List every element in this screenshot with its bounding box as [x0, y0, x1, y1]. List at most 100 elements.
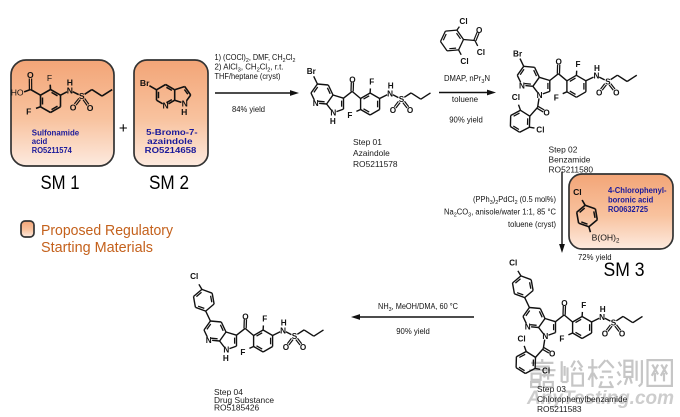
- svg-text:Cl: Cl: [460, 57, 468, 66]
- svg-text:Step 02: Step 02: [549, 145, 578, 155]
- svg-text:N: N: [542, 332, 548, 341]
- svg-text:O: O: [283, 343, 290, 352]
- svg-text:90% yield: 90% yield: [449, 116, 483, 125]
- svg-text:F: F: [240, 348, 245, 357]
- svg-text:O: O: [561, 299, 568, 308]
- svg-text:F: F: [559, 335, 564, 344]
- svg-text:Cl: Cl: [518, 334, 526, 343]
- svg-text:N: N: [182, 99, 188, 109]
- svg-text:SM 1: SM 1: [41, 172, 80, 194]
- svg-text:N: N: [162, 101, 168, 111]
- svg-text:F: F: [347, 111, 352, 120]
- svg-text:O: O: [476, 26, 483, 35]
- svg-text:4-Chlorophenyl-: 4-Chlorophenyl-: [608, 185, 667, 195]
- svg-text:H: H: [600, 305, 606, 314]
- svg-text:Cl: Cl: [459, 17, 467, 26]
- svg-text:F: F: [581, 301, 586, 310]
- svg-text:O: O: [602, 330, 609, 339]
- svg-text:1) (COCl)2, DMF, CH2Cl2: 1) (COCl)2, DMF, CH2Cl2: [215, 53, 296, 64]
- svg-text:N: N: [599, 313, 605, 322]
- svg-text:84% yield: 84% yield: [232, 105, 265, 114]
- svg-text:H: H: [281, 319, 287, 328]
- svg-text:N: N: [519, 81, 525, 90]
- svg-text:Azaindole: Azaindole: [353, 148, 390, 158]
- svg-text:N: N: [537, 91, 543, 100]
- svg-text:F: F: [26, 107, 31, 117]
- svg-text:SM 2: SM 2: [149, 172, 189, 194]
- svg-text:S: S: [399, 95, 405, 104]
- svg-text:N: N: [313, 99, 319, 108]
- svg-text:S: S: [292, 332, 298, 341]
- svg-text:Proposed Regulatory: Proposed Regulatory: [41, 223, 174, 239]
- svg-text:SM 3: SM 3: [604, 259, 645, 281]
- svg-text:F: F: [262, 315, 267, 324]
- svg-text:+: +: [119, 120, 128, 137]
- svg-text:90% yield: 90% yield: [396, 327, 430, 336]
- svg-text:Br: Br: [513, 49, 523, 58]
- svg-text:S: S: [611, 319, 617, 328]
- svg-text:Cl: Cl: [512, 93, 520, 102]
- svg-text:O: O: [300, 343, 307, 352]
- svg-text:H: H: [67, 78, 73, 88]
- svg-text:RO5211583: RO5211583: [537, 404, 582, 414]
- svg-text:Step 03: Step 03: [537, 384, 566, 394]
- svg-text:toluene (cryst): toluene (cryst): [508, 220, 556, 229]
- svg-text:O: O: [87, 103, 94, 113]
- svg-text:RO5185426: RO5185426: [214, 403, 260, 413]
- svg-text:2) AlCl3, CH2Cl2, r.t.: 2) AlCl3, CH2Cl2, r.t.: [215, 63, 284, 74]
- svg-text:5-Bromo-7-: 5-Bromo-7-: [146, 127, 198, 137]
- svg-text:Starting Materials: Starting Materials: [41, 240, 153, 256]
- svg-text:RO5211580: RO5211580: [549, 165, 594, 175]
- svg-text:O: O: [619, 330, 626, 339]
- svg-text:Cl: Cl: [573, 187, 582, 197]
- svg-text:72% yield: 72% yield: [578, 253, 612, 262]
- svg-text:O: O: [596, 88, 603, 97]
- svg-text:N: N: [330, 109, 336, 118]
- svg-text:Cl: Cl: [190, 272, 198, 281]
- svg-text:THF/heptane (cryst): THF/heptane (cryst): [215, 72, 281, 81]
- svg-text:Cl: Cl: [509, 259, 517, 268]
- svg-text:O: O: [407, 106, 414, 115]
- svg-text:Cl: Cl: [477, 48, 485, 57]
- svg-text:HO: HO: [11, 87, 24, 97]
- svg-text:Br: Br: [140, 78, 150, 88]
- svg-text:RO5211578: RO5211578: [353, 159, 398, 169]
- svg-text:Na2CO3, anisole/water 1:1, 85: Na2CO3, anisole/water 1:1, 85 °C: [444, 208, 556, 219]
- svg-text:F: F: [369, 78, 374, 87]
- svg-text:O: O: [27, 70, 34, 80]
- svg-text:Chlorophenylbenzamide: Chlorophenylbenzamide: [537, 394, 628, 404]
- svg-text:RO0632725: RO0632725: [608, 204, 648, 214]
- svg-text:H: H: [223, 354, 229, 363]
- svg-text:boronic acid: boronic acid: [608, 194, 653, 204]
- svg-text:S: S: [605, 77, 611, 86]
- svg-text:Drug Substance: Drug Substance: [214, 395, 274, 405]
- svg-text:O: O: [556, 58, 563, 67]
- svg-text:N: N: [525, 323, 531, 332]
- svg-text:AnyTesting.com: AnyTesting.com: [526, 387, 674, 409]
- svg-text:O: O: [543, 109, 550, 118]
- svg-text:O: O: [242, 312, 249, 321]
- svg-text:RO5211574: RO5211574: [32, 145, 72, 155]
- svg-text:(PPh3)2PdCl2 (0.5 mol%): (PPh3)2PdCl2 (0.5 mol%): [473, 195, 556, 206]
- svg-text:B(OH)2: B(OH)2: [592, 233, 620, 245]
- svg-text:azaindole: azaindole: [147, 136, 193, 146]
- svg-text:toluene: toluene: [452, 95, 479, 104]
- svg-text:O: O: [70, 103, 77, 113]
- svg-text:O: O: [613, 88, 620, 97]
- svg-text:H: H: [594, 64, 600, 73]
- svg-text:O: O: [390, 106, 397, 115]
- svg-text:O: O: [549, 350, 556, 359]
- svg-text:N: N: [387, 89, 393, 98]
- svg-text:RO5214658: RO5214658: [145, 145, 197, 155]
- svg-text:F: F: [554, 93, 559, 102]
- svg-text:Sulfonamide: Sulfonamide: [32, 127, 80, 137]
- svg-text:DMAP, nPr3N: DMAP, nPr3N: [444, 74, 490, 85]
- svg-text:N: N: [593, 72, 599, 81]
- svg-text:Cl: Cl: [542, 367, 550, 376]
- svg-text:Benzamide: Benzamide: [549, 155, 591, 165]
- svg-text:Br: Br: [307, 67, 317, 76]
- svg-text:N: N: [280, 326, 286, 335]
- svg-text:N: N: [223, 346, 229, 355]
- svg-text:N: N: [206, 336, 212, 345]
- svg-text:Step 04: Step 04: [214, 387, 243, 397]
